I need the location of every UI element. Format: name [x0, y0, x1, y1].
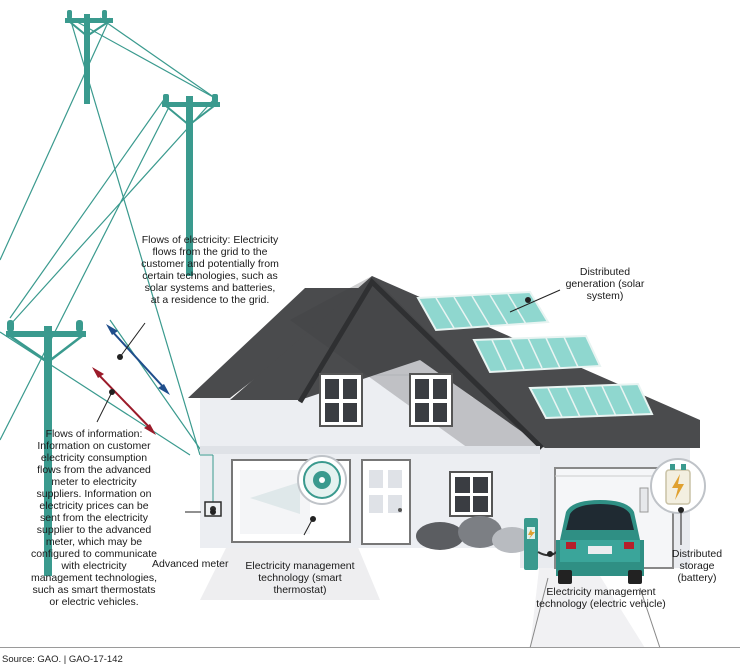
electric-vehicle-label: Electricity management technology (elect…	[536, 586, 666, 610]
solar-panel-icon	[416, 290, 654, 420]
electricity-flow-arrow	[106, 324, 170, 395]
advanced-meter-label: Advanced meter	[152, 558, 229, 570]
ev-charger-icon	[524, 518, 561, 570]
landscaping	[416, 516, 532, 553]
leader-dots	[109, 297, 684, 557]
utility-pole-icon	[65, 10, 113, 104]
label-leaders	[96, 289, 561, 423]
front-door	[361, 459, 411, 545]
car-icon	[556, 500, 644, 584]
flows-of-electricity-label: Flows of electricity: Electricity flows …	[141, 234, 279, 306]
battery-icon	[639, 458, 706, 545]
utility-pole-icon	[162, 94, 220, 276]
thermostat-icon	[297, 455, 347, 536]
smart-thermostat-label: Electricity management technology (smart…	[245, 560, 355, 596]
lower-window	[449, 471, 493, 517]
distributed-generation-label: Distributed generation (solar system)	[565, 266, 645, 302]
footer-divider	[0, 647, 740, 648]
upper-window-left	[319, 373, 363, 427]
source-note: Source: GAO. | GAO-17-142	[2, 654, 123, 665]
information-flow-arrow	[92, 367, 156, 435]
flows-of-information-label: Flows of information: Information on cus…	[30, 428, 158, 608]
utility-pole-icon	[6, 320, 86, 576]
upper-window-right	[409, 373, 453, 427]
distributed-storage-label: Distributed storage (battery)	[671, 548, 723, 584]
power-lines	[0, 17, 216, 457]
